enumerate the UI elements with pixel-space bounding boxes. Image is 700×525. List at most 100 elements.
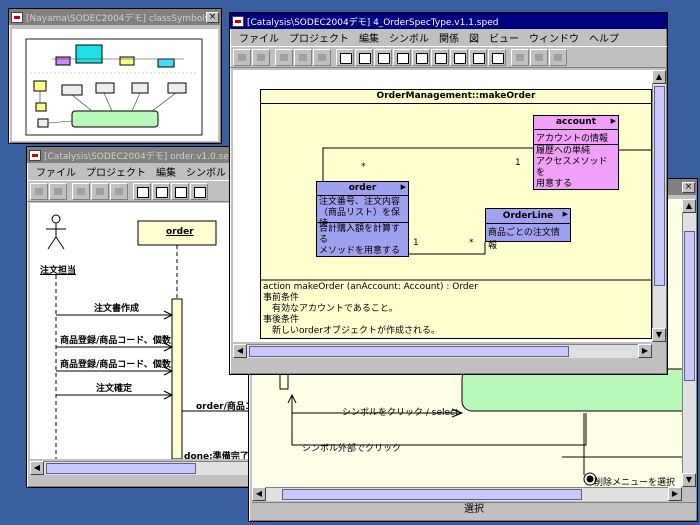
transition-label: シンボルをクリック / select (342, 408, 459, 418)
spec-menubar: ファイル プロジェクト 編集 シンボル 関係 図 ビュー ウィンドウ ヘルプ (230, 29, 667, 46)
spec-line: 事前条件 (263, 293, 300, 303)
scroll-up-icon[interactable]: ▲ (682, 199, 696, 213)
redo-button[interactable] (252, 48, 270, 66)
menu-relation[interactable]: 関係 (439, 34, 459, 45)
class-orderline-attr: 商品ごとの注文情報 (488, 228, 560, 251)
spec-line: action makeOrder (anAccount: Account) : … (263, 282, 478, 292)
state-vscroll[interactable]: ▲ ▼ (682, 199, 696, 487)
scroll-right-icon[interactable]: ▶ (638, 344, 652, 358)
association-lines (260, 147, 652, 281)
state-hscroll[interactable]: ◀ ▶ (252, 487, 682, 501)
scroll-thumb[interactable] (282, 489, 582, 500)
actor-tool-button[interactable] (133, 182, 151, 200)
redo-button[interactable] (49, 182, 67, 200)
class-order[interactable]: order 注文番号、注文内容 （商品リスト）を保持 合計購入額を計算する メソ… (316, 181, 409, 257)
menu-project[interactable]: プロジェクト (289, 34, 349, 45)
class-account-op: 履歴への単純 (536, 146, 591, 156)
collab-tool-button[interactable] (488, 48, 506, 66)
message-label: 商品登録/商品コード、個数 (60, 360, 171, 370)
class-order-attr: 注文番号、注文内容 (319, 197, 401, 207)
frame-title: OrderManagement::makeOrder (261, 90, 651, 104)
message-tool-button[interactable] (171, 182, 189, 200)
menu-edit[interactable]: 編集 (359, 34, 379, 45)
note-tool-button[interactable] (450, 48, 468, 66)
message-label: 商品登録/商品コード、個数 (60, 336, 171, 346)
menu-project[interactable]: プロジェクト (86, 168, 146, 179)
expand-icon[interactable]: ▶ (400, 183, 406, 191)
undo-button[interactable] (233, 48, 251, 66)
sequence-diagram (46, 214, 266, 459)
menu-symbol[interactable]: シンボル (186, 168, 226, 179)
close-button[interactable]: × (682, 181, 695, 193)
state-statusbar: 選択 (252, 502, 696, 517)
copy-button[interactable] (91, 182, 109, 200)
menu-view[interactable]: ビュー (489, 34, 519, 45)
spec-title: [Catalysis\SODEC2004デモ] 4_OrderSpecType.… (247, 17, 499, 28)
scroll-thumb[interactable] (684, 231, 695, 381)
menu-diagram[interactable]: 図 (469, 34, 479, 45)
class-order-op: メソッドを用意する (319, 246, 401, 256)
note-tool-button[interactable] (190, 182, 208, 200)
scroll-down-icon[interactable]: ▼ (652, 328, 666, 342)
scroll-thumb[interactable] (249, 346, 569, 357)
scroll-left-icon[interactable]: ◀ (30, 461, 44, 475)
sequence-canvas[interactable]: 注文担当 order 注文書作成 商品登録/商品コード、個数 商品登録/商品コー… (30, 203, 266, 459)
link-tool-button[interactable] (549, 48, 567, 66)
class-account[interactable]: account アカウントの情報 履歴への単純 アクセスメソッドを 用意する ▶ (533, 115, 619, 190)
undo-button[interactable] (30, 182, 48, 200)
scroll-right-icon[interactable]: ▶ (668, 487, 682, 501)
scroll-left-icon[interactable]: ◀ (252, 487, 266, 501)
spec-vscroll[interactable]: ▲ ▼ (652, 70, 666, 342)
spec-titlebar[interactable]: [Catalysis\SODEC2004デモ] 4_OrderSpecType.… (230, 13, 667, 29)
overview-window[interactable]: [Nayama\SODEC2004デモ] classSymbolv1.1 × (8, 8, 222, 144)
overview-canvas[interactable] (12, 29, 218, 141)
cut-button[interactable] (275, 48, 293, 66)
overview-titlebar[interactable]: [Nayama\SODEC2004デモ] classSymbolv1.1 × (9, 9, 221, 25)
class-order-name: order (317, 182, 408, 196)
copy-button[interactable] (294, 48, 312, 66)
spec-hscroll[interactable]: ◀ ▶ (233, 344, 652, 358)
class-order-op: 合計購入額を計算する (319, 224, 401, 245)
scroll-up-icon[interactable]: ▲ (652, 70, 666, 84)
scroll-down-icon[interactable]: ▼ (682, 473, 696, 487)
app-icon (232, 15, 244, 27)
class-tool-button[interactable] (374, 48, 392, 66)
ellipse-tool-button[interactable] (412, 48, 430, 66)
spec-window[interactable]: [Catalysis\SODEC2004デモ] 4_OrderSpecType.… (229, 12, 668, 375)
scroll-thumb[interactable] (46, 463, 196, 474)
multiplicity: 1 (413, 238, 419, 248)
type-tool-button[interactable] (355, 48, 373, 66)
sequence-titlebar[interactable]: [Catalysis\SODEC2004デモ] order.v1.0.seqd (27, 147, 269, 163)
sequence-hscroll[interactable]: ◀ (30, 461, 266, 475)
cut-button[interactable] (72, 182, 90, 200)
scroll-thumb[interactable] (654, 86, 665, 286)
reply-label: done:準備完了。 (184, 452, 258, 459)
expand-icon[interactable]: ▶ (610, 117, 616, 125)
sequence-window[interactable]: [Catalysis\SODEC2004デモ] order.v1.0.seqd … (26, 146, 270, 488)
class-account-op: 用意する (536, 179, 573, 189)
select-tool-button[interactable] (336, 48, 354, 66)
line-tool-button[interactable] (511, 48, 529, 66)
menu-window[interactable]: ウィンドウ (529, 34, 579, 45)
action-tool-button[interactable] (469, 48, 487, 66)
menu-file[interactable]: ファイル (239, 34, 279, 45)
actor-label: 注文担当 (40, 266, 77, 276)
paste-button[interactable] (313, 48, 331, 66)
state-tool-button[interactable] (393, 48, 411, 66)
paste-button[interactable] (110, 182, 128, 200)
package-tool-button[interactable] (431, 48, 449, 66)
menu-edit[interactable]: 編集 (156, 168, 176, 179)
object-tool-button[interactable] (152, 182, 170, 200)
app-icon (11, 11, 23, 23)
menu-help[interactable]: ヘルプ (589, 34, 619, 45)
spec-canvas[interactable]: OrderManagement::makeOrder account アカウント… (233, 70, 652, 342)
multiplicity: 1 (515, 158, 521, 168)
multiplicity: * (361, 162, 366, 172)
expand-icon[interactable]: ▶ (562, 210, 568, 218)
menu-file[interactable]: ファイル (36, 168, 76, 179)
menu-symbol[interactable]: シンボル (389, 34, 429, 45)
class-orderline[interactable]: OrderLine 商品ごとの注文情報 ▶ (485, 208, 571, 251)
close-button[interactable]: × (206, 11, 219, 23)
arrow-tool-button[interactable] (530, 48, 548, 66)
scroll-left-icon[interactable]: ◀ (233, 344, 247, 358)
